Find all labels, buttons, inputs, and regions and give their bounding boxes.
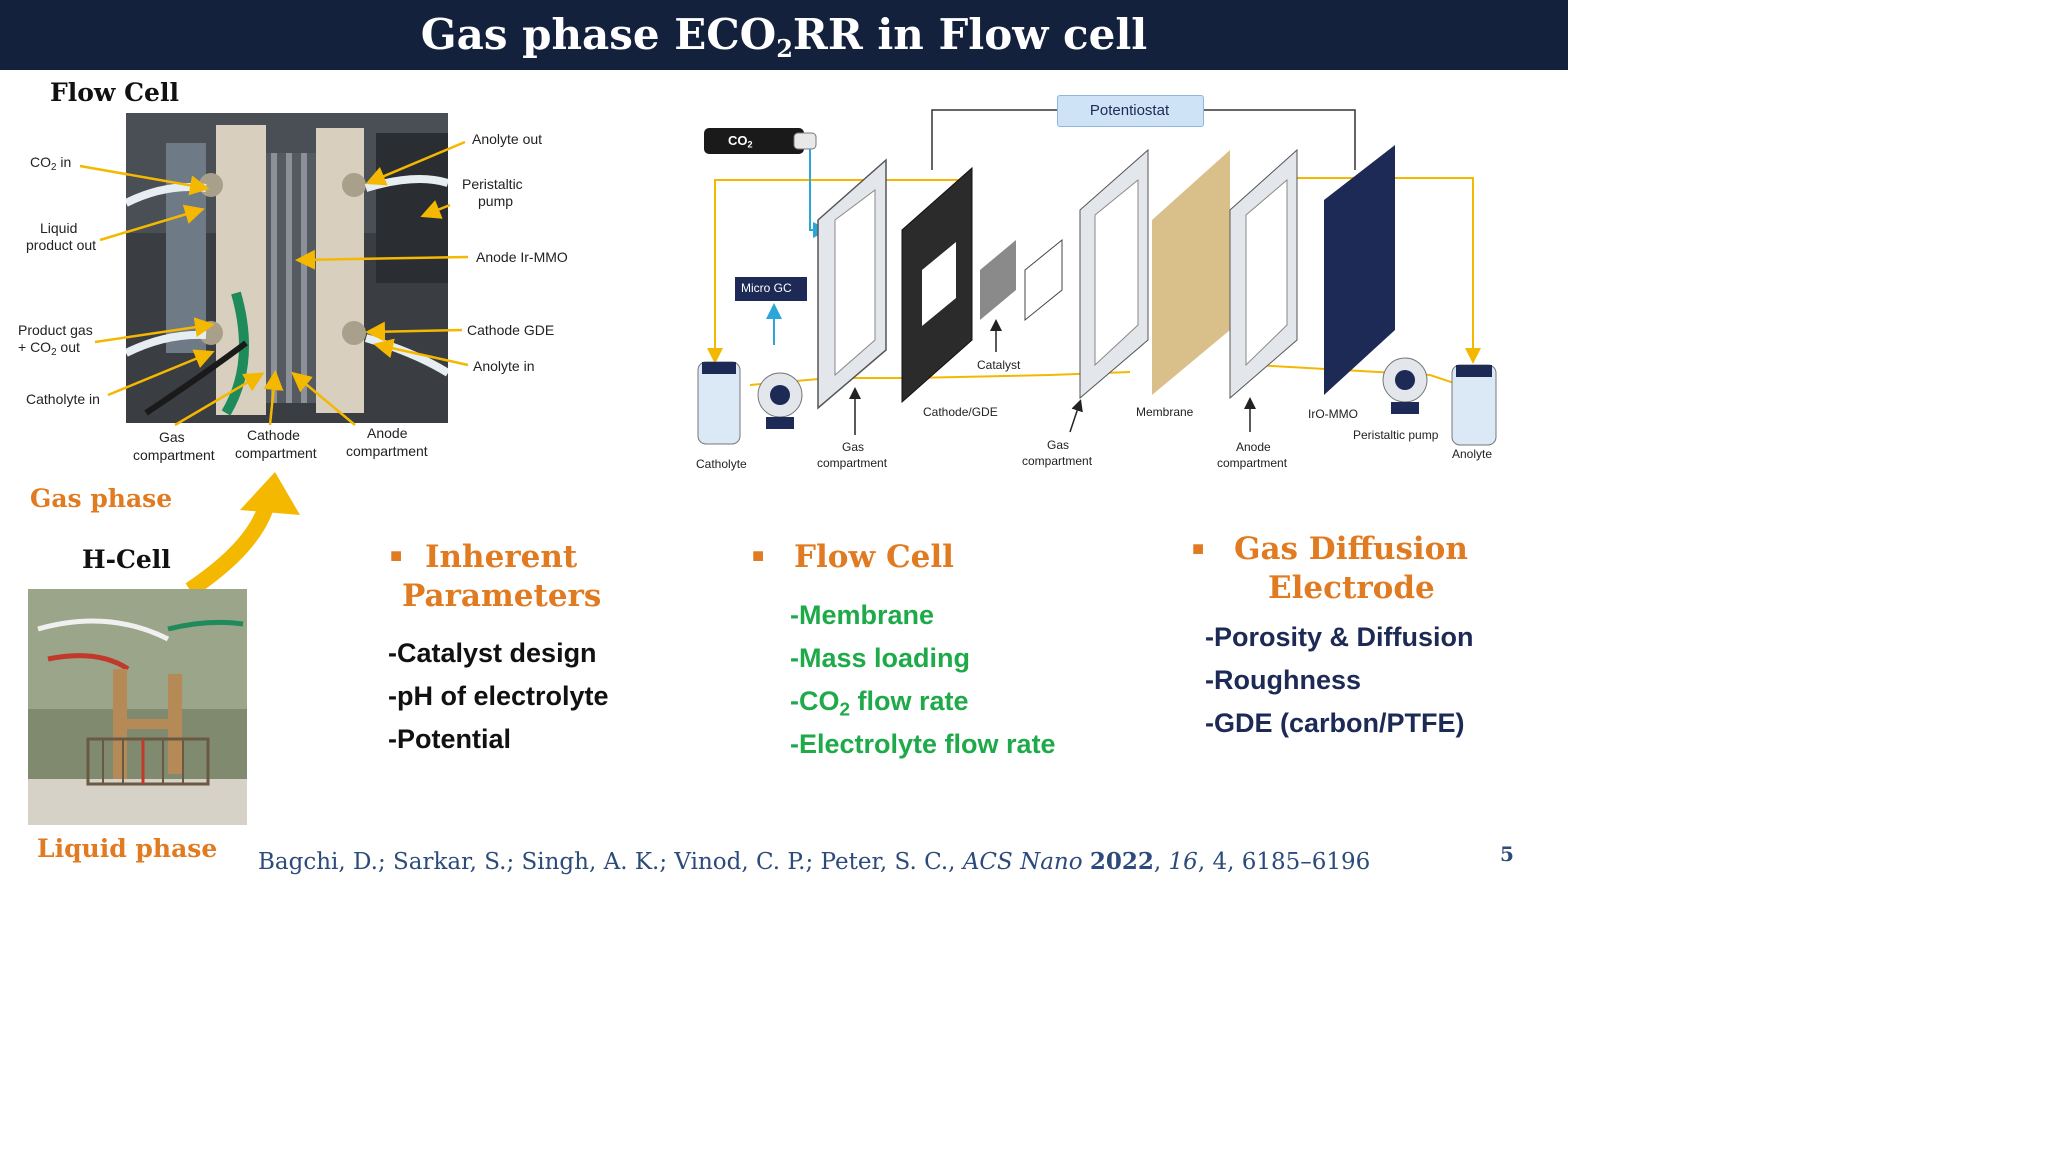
label-liquid-product-out-1: Liquid: [40, 220, 78, 236]
label-co2-in: CO2 in: [30, 154, 72, 173]
label-cathode-compartment-1: Cathode: [247, 427, 300, 443]
title-bar: [0, 0, 1568, 70]
flow-cell-item: -Mass loading: [790, 643, 971, 673]
label-anolyte-out: Anolyte out: [472, 131, 543, 147]
label-cathode-compartment-2: compartment: [235, 445, 317, 461]
label-catalyst: Catalyst: [977, 358, 1021, 372]
label-anode-compartment-2: compartment: [346, 443, 428, 459]
flow-cell-item: -CO2 flow rate: [790, 686, 969, 721]
bullet-gde: ■: [1192, 538, 1205, 560]
label-liquid-product-out-2: product out: [26, 237, 97, 253]
label-cathode-gde-diagram: Cathode/GDE: [923, 405, 998, 419]
label-gas-compartment-a2: compartment: [817, 456, 888, 470]
flow-cell-heading: Flow Cell: [50, 78, 179, 107]
label-membrane: Membrane: [1136, 405, 1194, 419]
h-cell-photo: [28, 589, 247, 825]
photo-callout-arrows: [79, 140, 469, 427]
label-catholyte: Catholyte: [696, 457, 747, 471]
label-co2-tank: CO2: [728, 133, 753, 150]
liquid-phase-label: Liquid phase: [37, 834, 218, 863]
label-potentiostat: Potentiostat: [1089, 102, 1170, 119]
page-number: 5: [1500, 842, 1514, 866]
gde-item: -Roughness: [1205, 665, 1362, 695]
bullet-flow-cell: ■: [752, 545, 765, 567]
label-anolyte-in: Anolyte in: [473, 358, 535, 374]
label-anode-ir-mmo: Anode Ir-MMO: [476, 249, 568, 265]
inherent-item: -Potential: [388, 724, 512, 754]
label-peristaltic-pump-diagram: Peristaltic pump: [1353, 428, 1439, 442]
flow-cell-schematic: [697, 109, 1497, 446]
label-product-gas-1: Product gas: [18, 322, 93, 338]
label-anolyte: Anolyte: [1452, 447, 1493, 461]
inherent-item: -Catalyst design: [388, 638, 597, 668]
label-anode-compartment-1: Anode: [367, 425, 408, 441]
gde-item: -GDE (carbon/PTFE): [1205, 708, 1465, 738]
gde-heading-1: Gas Diffusion: [1234, 531, 1468, 567]
gas-phase-label: Gas phase: [30, 484, 173, 513]
flow-cell-section-heading: Flow Cell: [794, 539, 954, 575]
label-catholyte-in: Catholyte in: [26, 391, 100, 407]
label-anode-compartment-d2: compartment: [1217, 456, 1288, 470]
flow-cell-photo: [126, 113, 448, 423]
inherent-heading-1: Inherent: [425, 539, 578, 575]
label-gas-compartment-1: Gas: [159, 429, 185, 445]
label-micro-gc: Micro GC: [741, 281, 792, 295]
slide-title: Gas phase ECO2RR in Flow cell: [420, 10, 1148, 63]
label-peristaltic-pump-2: pump: [478, 193, 514, 209]
label-product-gas-2: + CO2 out: [18, 339, 80, 358]
citation: Bagchi, D.; Sarkar, S.; Singh, A. K.; Vi…: [258, 848, 1371, 875]
flow-cell-item: -Electrolyte flow rate: [790, 729, 1056, 759]
gde-heading-2: Electrode: [1268, 570, 1435, 606]
flow-cell-item: -Membrane: [790, 600, 935, 630]
label-cathode-gde: Cathode GDE: [467, 322, 555, 338]
label-gas-compartment-a1: Gas: [842, 440, 865, 454]
label-peristaltic-pump-1: Peristaltic: [462, 176, 523, 192]
h-cell-heading: H-Cell: [82, 545, 171, 574]
label-anode-compartment-d1: Anode: [1236, 440, 1271, 454]
potentiostat-box: [1057, 95, 1204, 127]
inherent-item: -pH of electrolyte: [388, 681, 609, 711]
label-iro-mmo: IrO-MMO: [1308, 407, 1358, 421]
label-gas-compartment-b1: Gas: [1047, 438, 1070, 452]
label-gas-compartment-b2: compartment: [1022, 454, 1093, 468]
bullet-inherent: ■: [390, 545, 403, 567]
upgrade-arrow: [185, 472, 300, 597]
inherent-heading-2: Parameters: [402, 578, 602, 614]
gde-item: -Porosity & Diffusion: [1205, 622, 1474, 652]
label-gas-compartment-2: compartment: [133, 447, 215, 463]
